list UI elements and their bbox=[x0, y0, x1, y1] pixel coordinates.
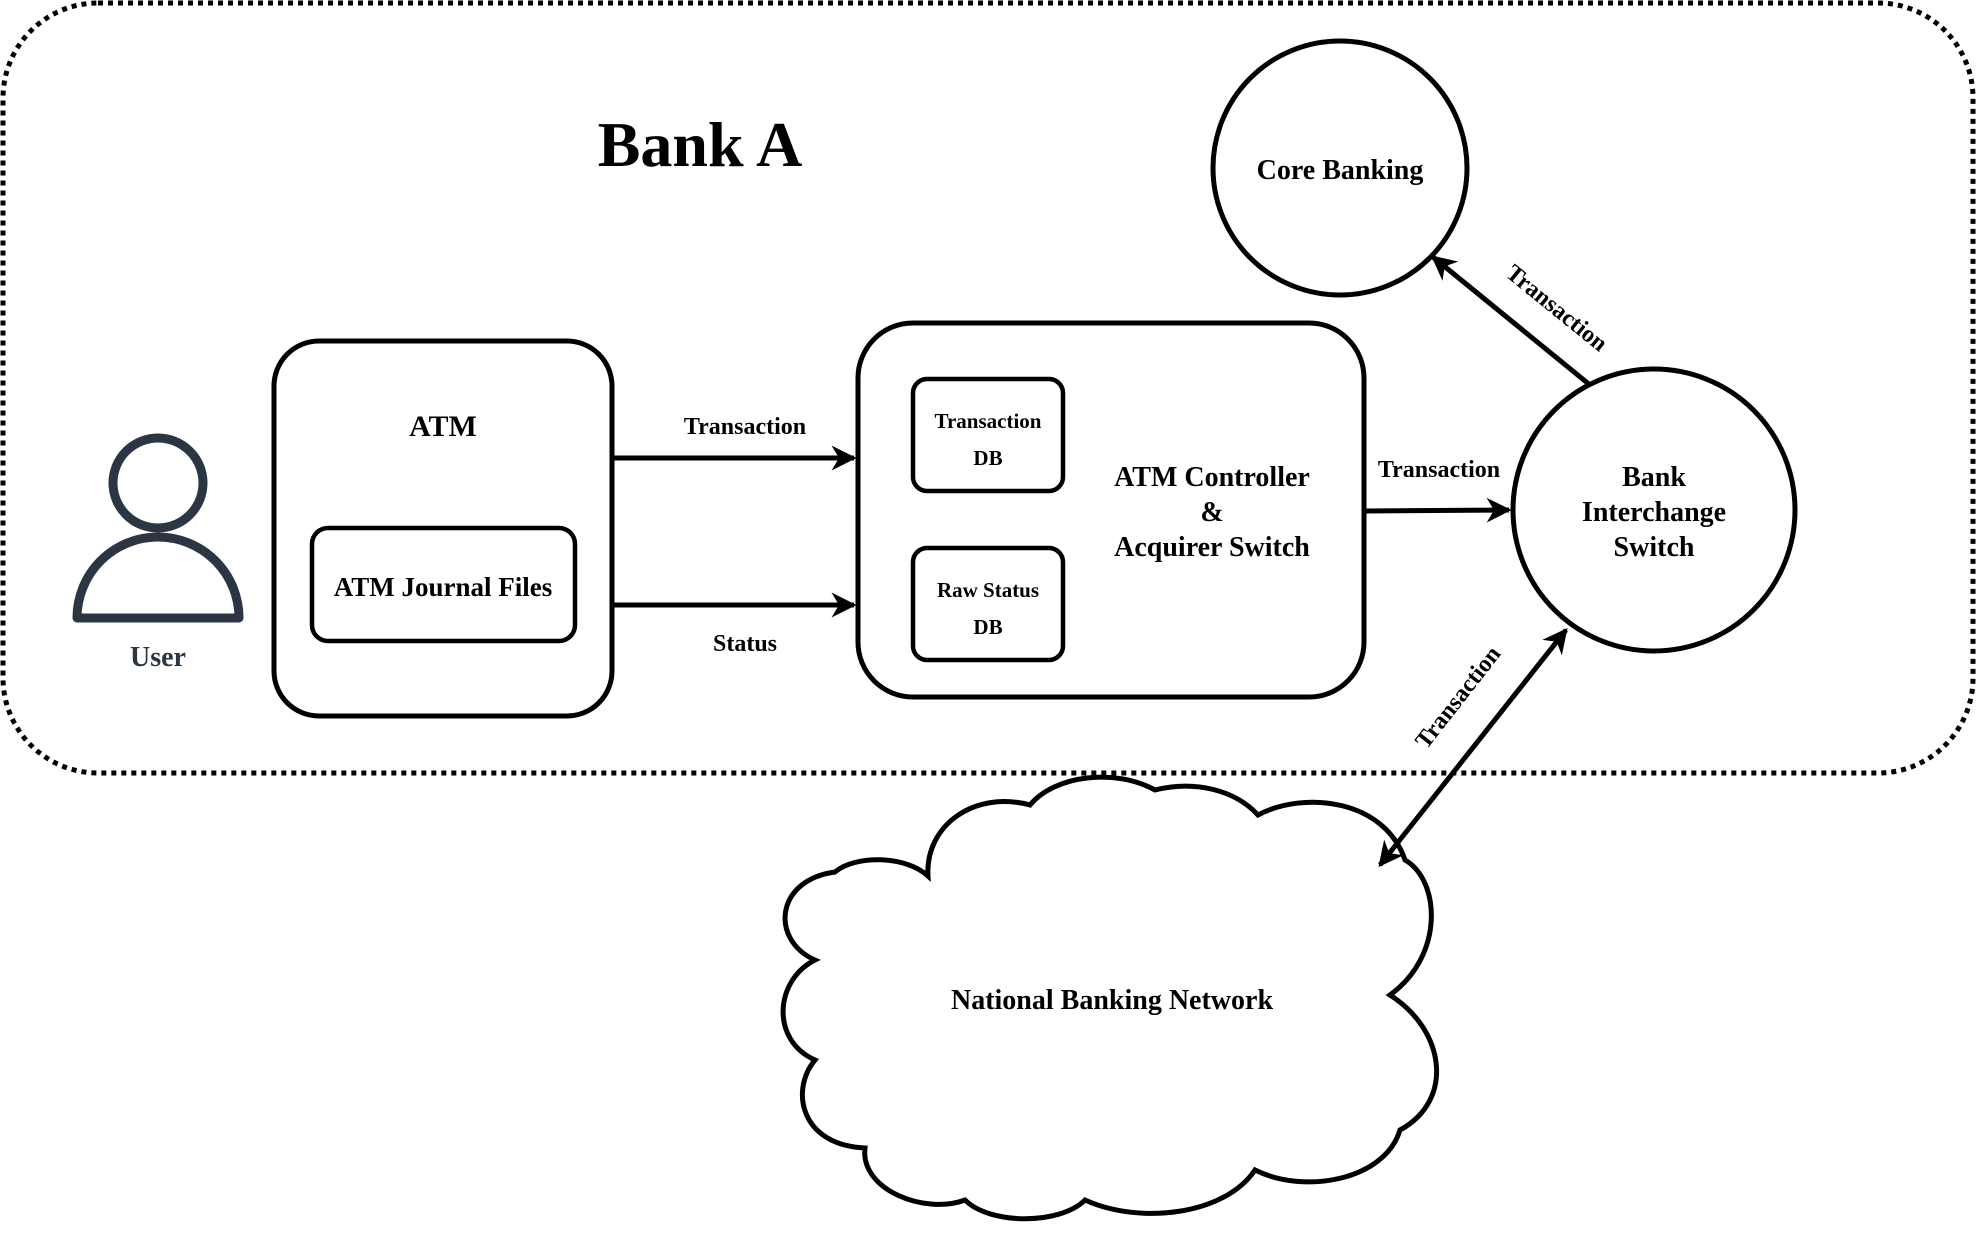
interchange-label-line3: Switch bbox=[1614, 532, 1695, 563]
atm-journal-files-box bbox=[309, 525, 578, 644]
atm-controller-title-line2: & bbox=[1200, 497, 1223, 528]
bank-a-boundary bbox=[0, 0, 1976, 776]
user-icon bbox=[72, 433, 244, 623]
user-label: User bbox=[130, 642, 186, 673]
interchange-label-line2: Interchange bbox=[1582, 497, 1726, 528]
edge-label-atm-status: Status bbox=[713, 631, 777, 657]
raw-status-db-label-line1: Raw Status bbox=[937, 578, 1039, 602]
edge-label-atm-transaction: Transaction bbox=[684, 414, 806, 440]
national-banking-network-label: National Banking Network bbox=[951, 985, 1273, 1016]
edge-interchange-network bbox=[1378, 628, 1568, 867]
atm-controller-title-line3: Acquirer Switch bbox=[1114, 532, 1310, 563]
edge-controller-to-interchange bbox=[1365, 497, 1512, 523]
raw-status-db-box bbox=[910, 545, 1066, 663]
edge-label-controller-transaction: Transaction bbox=[1378, 457, 1500, 483]
atm-journal-files-label: ATM Journal Files bbox=[334, 572, 553, 602]
raw-status-db-label-line2: DB bbox=[973, 615, 1002, 639]
transaction-db-box bbox=[910, 376, 1066, 494]
transaction-db-label-line1: Transaction bbox=[935, 409, 1042, 433]
core-banking-label: Core Banking bbox=[1257, 155, 1424, 186]
national-banking-network-cloud bbox=[780, 774, 1440, 1222]
atm-controller-title-line1: ATM Controller bbox=[1114, 462, 1310, 493]
edge-label-network-transaction: Transaction bbox=[1411, 642, 1507, 754]
bank-a-title: Bank A bbox=[598, 109, 803, 180]
atm-title: ATM bbox=[409, 410, 477, 443]
edge-interchange-to-core bbox=[1431, 255, 1592, 387]
core-banking-node bbox=[1210, 38, 1470, 298]
bank-interchange-switch-node bbox=[1510, 366, 1798, 654]
transaction-db-label-line2: DB bbox=[973, 446, 1002, 470]
interchange-label-line1: Bank bbox=[1622, 462, 1686, 493]
edge-label-core-transaction: Transaction bbox=[1501, 260, 1612, 357]
